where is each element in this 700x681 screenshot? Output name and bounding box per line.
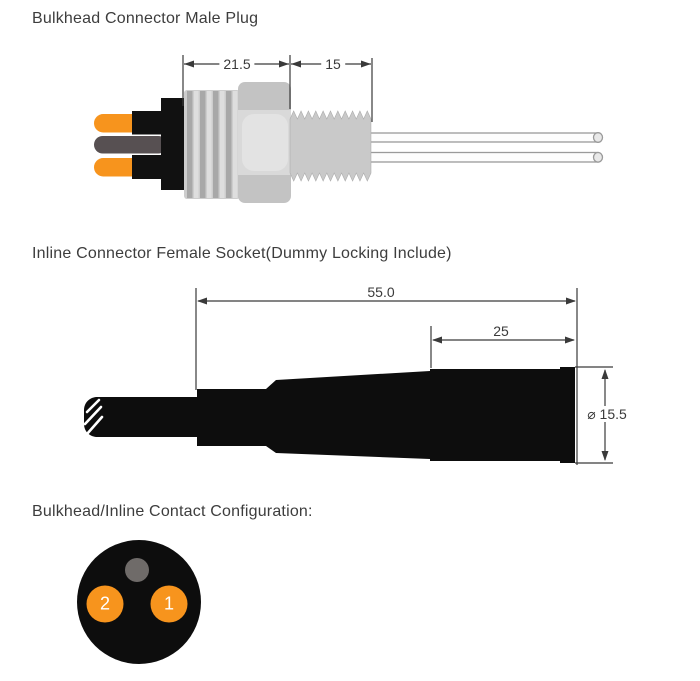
male-plug-insulator: [132, 98, 185, 190]
contact-face: [77, 540, 201, 664]
male-plug-title: Bulkhead Connector Male Plug: [32, 10, 259, 27]
male-plug-knurl: [184, 90, 240, 199]
male-plug-hex-nut: [238, 82, 291, 203]
dim-label-thread-length: 15: [321, 56, 345, 72]
keyway-pin: [125, 558, 149, 582]
contact-1-label: 1: [163, 593, 175, 614]
female-socket-dimensions: [195, 288, 613, 465]
male-plug-wires: [367, 132, 604, 163]
female-socket-drawing: [83, 288, 613, 465]
dim-label-diameter: ⌀ 15.5: [583, 406, 631, 422]
dim-label-body-length: 21.5: [219, 56, 255, 72]
male-plug-drawing: [94, 55, 604, 203]
female-socket-body: [84, 367, 575, 463]
female-socket-dim-arrows: [197, 297, 609, 461]
pin-gray-middle: [94, 136, 167, 154]
contact-2-label: 2: [99, 593, 111, 614]
contact-1: [150, 585, 188, 623]
contact-face-drawing: [77, 540, 201, 664]
female-socket-title: Inline Connector Female Socket(Dummy Loc…: [32, 245, 452, 262]
dim-label-overall-length: 55.0: [367, 284, 395, 300]
cable-cut-hatch: [83, 398, 104, 436]
dim-label-grip-length: 25: [493, 323, 509, 339]
male-plug-dim-arrows: [184, 60, 371, 68]
contact-config-title: Bulkhead/Inline Contact Configuration:: [32, 503, 313, 520]
male-plug-thread: [289, 110, 372, 182]
contact-2: [86, 585, 124, 623]
